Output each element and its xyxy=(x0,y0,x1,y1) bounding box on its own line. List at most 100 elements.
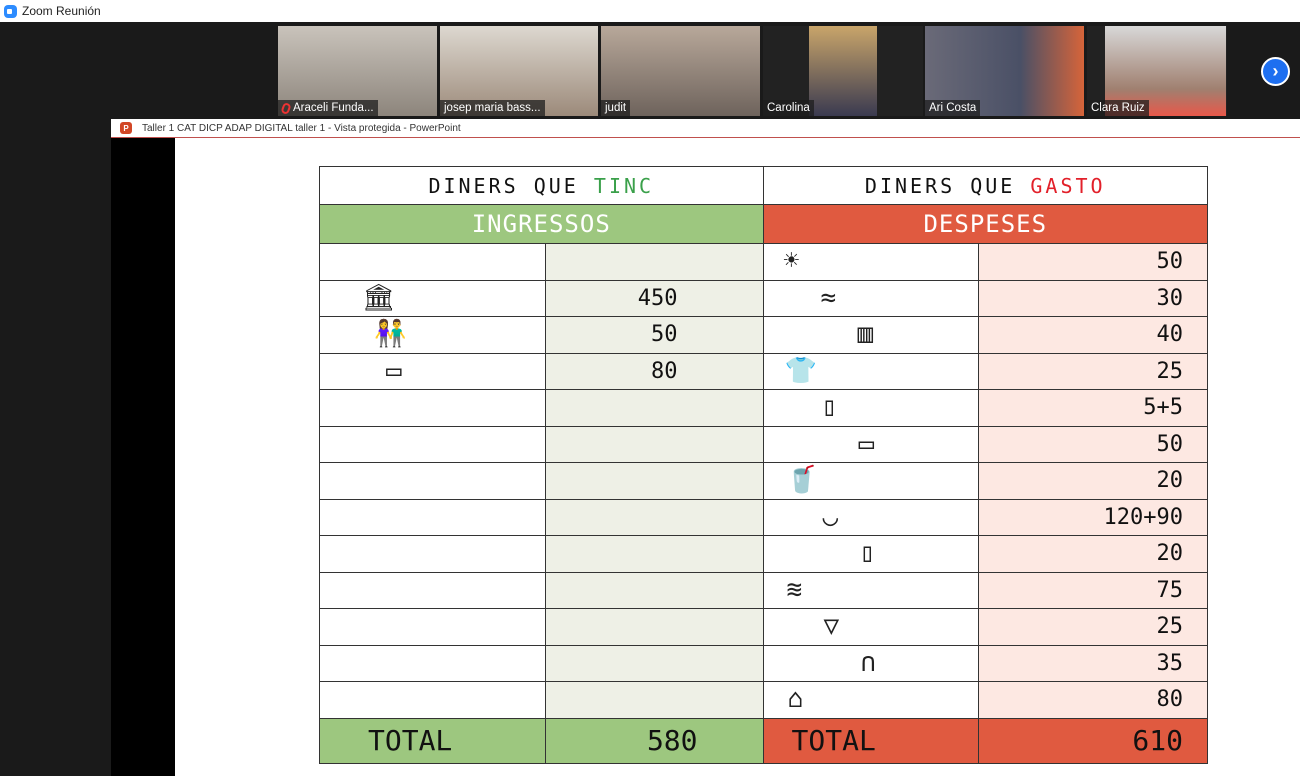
expense-value: 120+90 xyxy=(978,498,1208,536)
income-category: INGRESSOS xyxy=(319,204,764,244)
video-tile-carolina[interactable]: Carolina xyxy=(763,26,923,116)
income-value xyxy=(544,571,764,609)
income-value xyxy=(544,498,764,536)
table-row: 👫 50 ▥ 40 xyxy=(319,316,1208,354)
income-value xyxy=(544,644,764,682)
income-total: 580 xyxy=(544,717,764,764)
income-icon-cell: 👫 xyxy=(319,316,546,354)
income-value xyxy=(544,681,764,719)
food-icon: ▯ xyxy=(821,392,838,422)
income-value xyxy=(544,243,764,281)
powerpoint-title: Taller 1 CAT DICP ADAP DIGITAL taller 1 … xyxy=(142,122,461,134)
popcorn-icon: ▽ xyxy=(823,611,840,641)
income-icon-cell: ▭ xyxy=(319,352,546,390)
powerpoint-window: P Taller 1 CAT DICP ADAP DIGITAL taller … xyxy=(111,119,1300,776)
stethoscope-icon: ∩ xyxy=(860,647,877,678)
water-icon: ≈ xyxy=(820,282,837,313)
income-header: DINERS QUE TINC xyxy=(319,166,764,205)
slide: DINERS QUE TINC DINERS QUE GASTO INGRESS… xyxy=(175,138,1300,776)
participant-name: Ari Costa xyxy=(929,102,977,114)
zoom-icon xyxy=(4,4,17,18)
expense-value: 35 xyxy=(978,644,1208,682)
income-icon-cell xyxy=(319,681,546,719)
table-row: ▽ 25 xyxy=(319,608,1208,646)
window-title: Zoom Reunión xyxy=(22,4,101,18)
expense-value: 25 xyxy=(978,608,1208,646)
income-value xyxy=(544,425,764,463)
expense-category: DESPESES xyxy=(762,204,1209,244)
expense-icon-cell: ▥ xyxy=(762,316,980,354)
expense-icon-cell: ▯ xyxy=(762,535,980,573)
table-row: ☀ 50 xyxy=(319,243,1208,281)
video-tile-josep[interactable]: josep maria bass... xyxy=(440,26,598,116)
table-row: 🥤 20 xyxy=(319,462,1208,500)
table-row: ▯ 20 xyxy=(319,535,1208,573)
phone-icon: ▯ xyxy=(859,538,876,568)
powerpoint-icon: P xyxy=(120,122,132,134)
income-icon-cell xyxy=(319,243,546,281)
elderly-couple-icon: 👫 xyxy=(374,319,407,349)
table-row: ◡ 120+90 xyxy=(319,498,1208,536)
expense-icon-cell: ▽ xyxy=(762,608,980,646)
bank-icon: 🏛 xyxy=(362,282,396,313)
expense-icon-cell: ☀ xyxy=(762,243,980,281)
next-page-button[interactable]: › xyxy=(1261,57,1290,86)
expense-value: 50 xyxy=(978,425,1208,463)
pool-icon: ≋ xyxy=(786,574,803,605)
video-tile-araceli[interactable]: Araceli Funda... xyxy=(278,26,437,116)
participant-name: josep maria bass... xyxy=(444,102,541,114)
chevron-right-icon: › xyxy=(1272,61,1279,81)
income-value xyxy=(544,608,764,646)
radiator-icon: ▥ xyxy=(857,319,874,349)
participant-name: Araceli Funda... xyxy=(293,102,374,114)
income-total-label: TOTAL xyxy=(319,717,546,764)
income-icon-cell: 🏛 xyxy=(319,279,546,317)
expense-value: 80 xyxy=(978,681,1208,719)
table-row: ⌂ 80 xyxy=(319,681,1208,719)
expense-header: DINERS QUE GASTO xyxy=(762,166,1209,205)
muted-mic-icon xyxy=(280,101,292,115)
expense-icon-cell: 🥤 xyxy=(762,462,980,500)
income-value xyxy=(544,535,764,573)
income-value: 50 xyxy=(544,316,764,354)
expense-value: 40 xyxy=(978,316,1208,354)
drink-icon: 🥤 xyxy=(785,465,818,495)
table-row: ▭ 80 👕 25 xyxy=(319,352,1208,390)
income-value: 80 xyxy=(544,352,764,390)
groceries-icon: ◡ xyxy=(822,501,839,532)
expense-value: 20 xyxy=(978,535,1208,573)
powerpoint-titlebar: P Taller 1 CAT DICP ADAP DIGITAL taller … xyxy=(111,119,1300,138)
house-icon: ⌂ xyxy=(787,684,804,714)
expense-icon-cell: ⌂ xyxy=(762,681,980,719)
money-icon: ▭ xyxy=(386,355,402,386)
table-row: ▯ 5+5 xyxy=(319,389,1208,427)
income-value: 450 xyxy=(544,279,764,317)
video-tile-ari[interactable]: Ari Costa xyxy=(925,26,1084,116)
video-tile-clara[interactable]: Clara Ruiz xyxy=(1087,26,1227,116)
participant-name: Clara Ruiz xyxy=(1091,102,1145,114)
participant-name: judit xyxy=(605,102,627,114)
expense-icon-cell: ∩ xyxy=(762,644,980,682)
video-tile-judit[interactable]: judit xyxy=(601,26,760,116)
income-icon-cell xyxy=(319,644,546,682)
income-value xyxy=(544,389,764,427)
expense-icon-cell: ▭ xyxy=(762,425,980,463)
lightbulb-icon: ☀ xyxy=(783,246,800,276)
budget-table: DINERS QUE TINC DINERS QUE GASTO INGRESS… xyxy=(319,166,1209,764)
expense-total-label: TOTAL xyxy=(762,717,980,764)
expense-total: 610 xyxy=(978,717,1208,764)
table-row: ∩ 35 xyxy=(319,644,1208,682)
expense-icon-cell: ≋ xyxy=(762,571,980,609)
expense-value: 50 xyxy=(978,243,1208,281)
clothes-icon: 👕 xyxy=(784,355,817,386)
expense-value: 75 xyxy=(978,571,1208,609)
income-icon-cell xyxy=(319,498,546,536)
participant-name: Carolina xyxy=(767,102,810,114)
table-row: 🏛 450 ≈ 30 xyxy=(319,279,1208,317)
table-row: ▭ 50 xyxy=(319,425,1208,463)
expense-value: 5+5 xyxy=(978,389,1208,427)
income-icon-cell xyxy=(319,389,546,427)
expense-icon-cell: ▯ xyxy=(762,389,980,427)
bus-icon: ▭ xyxy=(858,428,875,459)
window-titlebar: Zoom Reunión xyxy=(0,0,1300,22)
